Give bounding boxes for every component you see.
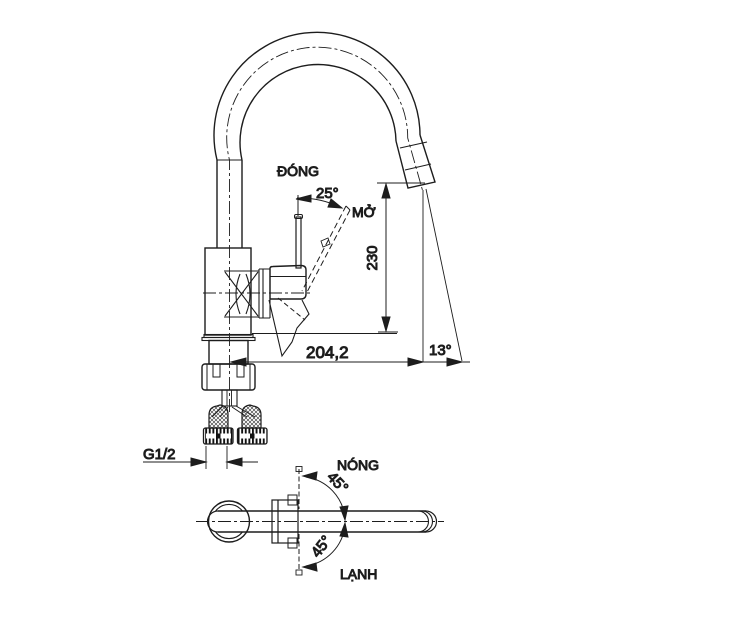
spray-head — [268, 299, 310, 358]
label-hot: NÓNG — [337, 457, 379, 473]
valve-cone — [224, 271, 259, 317]
label-swivel-cold: 45° — [308, 533, 335, 561]
handle-lever — [295, 216, 302, 269]
label-handle-closed: ĐÓNG — [277, 163, 319, 179]
arrowhead — [225, 457, 243, 467]
spout-arc — [213, 31, 436, 189]
arrowhead — [381, 316, 391, 333]
arrowhead — [381, 182, 391, 199]
handle-assembly — [224, 214, 310, 358]
arrowhead — [407, 357, 425, 367]
top-annotations: NÓNG LẠNH 45° 45° — [301, 457, 380, 583]
handle-open-position — [301, 205, 351, 295]
label-handle-angle: 25° — [316, 185, 339, 202]
spout-band — [399, 141, 428, 149]
hose-connector-left — [202, 404, 234, 445]
dim-swivel-cold — [301, 521, 349, 572]
label-height-230: 230 — [364, 245, 381, 270]
cartridge-housing — [269, 264, 307, 300]
label-cold: LẠNH — [340, 566, 377, 582]
arrowhead — [190, 457, 208, 467]
mount-nut — [201, 363, 256, 391]
label-thread-size: G1/2 — [143, 446, 176, 463]
riser-pipe — [216, 160, 243, 248]
hose-connector-right — [236, 404, 268, 445]
label-reach-2042: 204,2 — [306, 343, 349, 362]
side-annotations: ĐÓNG MỞ 25° 230 204,2 13° G1/2 — [143, 163, 470, 469]
arrowhead — [295, 194, 312, 203]
spout-band — [404, 163, 432, 171]
faucet-body — [201, 247, 256, 407]
arrowhead — [339, 521, 349, 538]
arrowhead — [301, 471, 318, 481]
dim-thread-g12 — [143, 446, 258, 469]
dim-reach-2042 — [229, 357, 470, 367]
label-stream-angle: 13° — [429, 342, 452, 359]
centerlines — [203, 46, 424, 412]
handle-flange — [258, 268, 271, 319]
top-view — [196, 466, 444, 576]
arrowhead — [327, 198, 344, 209]
supply-axis — [295, 466, 303, 576]
dim-stream-angle — [422, 188, 464, 367]
arrowhead — [301, 562, 318, 572]
arrowhead — [339, 505, 349, 522]
side-view — [201, 31, 436, 445]
dim-swivel-hot — [301, 471, 349, 522]
label-handle-open: MỞ — [352, 203, 376, 220]
dim-height-230 — [377, 182, 425, 333]
arrowhead — [229, 357, 247, 367]
dim-handle-angle — [295, 194, 344, 216]
